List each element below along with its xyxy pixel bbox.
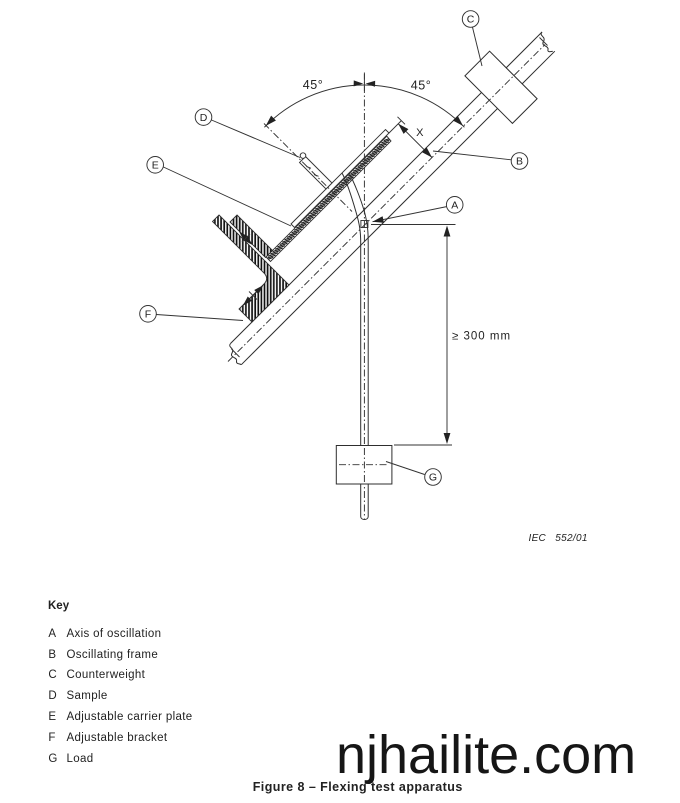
svg-text:G: G: [429, 472, 437, 484]
svg-text:45°: 45°: [411, 79, 431, 93]
svg-text:C: C: [467, 14, 475, 26]
svg-text:IEC 552/01: IEC 552/01: [529, 533, 588, 544]
svg-text:B: B: [516, 156, 523, 168]
svg-text:45°: 45°: [303, 78, 323, 92]
svg-text:X: X: [416, 127, 424, 139]
svg-text:≥ 300 mm: ≥ 300 mm: [452, 331, 511, 343]
svg-text:F: F: [145, 309, 151, 321]
svg-text:E: E: [152, 160, 159, 172]
svg-text:D: D: [200, 112, 208, 124]
svg-text:A: A: [451, 200, 458, 212]
